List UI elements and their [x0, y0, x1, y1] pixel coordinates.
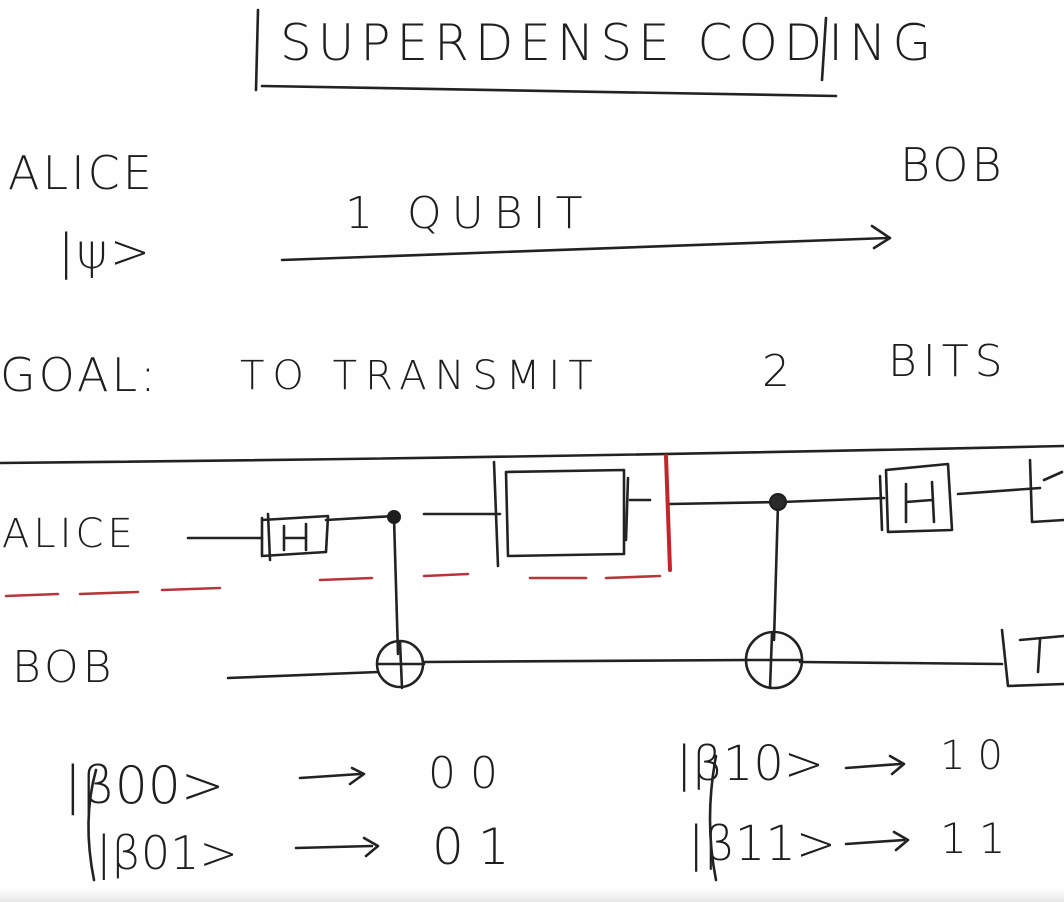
- encoding-bits-00: 00: [428, 748, 512, 799]
- alice-wire-mid: [324, 514, 396, 522]
- measure-bob-glyph: [1018, 634, 1064, 674]
- gate-h-2-bar: [878, 474, 884, 532]
- alice-wire-end: [956, 486, 1042, 496]
- gate-h-2-box: [884, 462, 954, 534]
- encoding-state-01: |β01>: [96, 826, 238, 880]
- cnot-2-target-cross: [746, 632, 804, 690]
- bottom-edge-shadow: [0, 888, 1064, 902]
- transfer-label: 1 QUBIT: [345, 188, 593, 239]
- title-underline: [260, 84, 838, 98]
- wire-label-bob: BOB: [12, 642, 116, 693]
- qubit-arrow-shaft: [280, 236, 890, 262]
- gate-h-1-bar: [266, 512, 272, 562]
- cnot-1-control-line: [392, 516, 400, 656]
- operation-box-right-tick: [624, 476, 630, 542]
- measure-alice-glyph: [1042, 470, 1064, 482]
- circuit-top-line: [0, 444, 1064, 465]
- cnot-2-control-dot: [769, 493, 787, 511]
- goal-text: TO TRANSMIT: [240, 353, 601, 399]
- gate-h-1-box: [260, 514, 330, 558]
- encoding-bits-11: 11: [940, 814, 1018, 863]
- operation-box: [504, 468, 626, 558]
- title-bar-right: [820, 16, 828, 82]
- cnot-1-target-cross: [376, 640, 426, 690]
- goal-count: 2: [762, 346, 793, 397]
- sender-state: |ψ>: [58, 224, 153, 280]
- qubit-arrow-head: [870, 224, 892, 250]
- goal-label: GOAL:: [0, 348, 159, 402]
- gate-h-1-glyph: [282, 522, 308, 552]
- encoding-bits-10: 10: [940, 733, 1015, 779]
- wire-label-alice: ALICE: [2, 511, 137, 557]
- alice-wire-post: [668, 500, 784, 506]
- measure-alice-box: [1028, 458, 1064, 524]
- arrow-10: [844, 754, 906, 776]
- title-bar-left: [254, 8, 260, 92]
- beta-brace-right: [708, 754, 718, 882]
- bob-wire-in: [226, 670, 380, 680]
- arrow-01: [294, 836, 380, 858]
- cnot-2-control-line: [772, 502, 780, 642]
- operation-box-left: [492, 460, 500, 568]
- gate-h-2-glyph: [904, 480, 936, 524]
- beta-brace-left: [87, 768, 98, 882]
- arrow-11: [844, 830, 910, 852]
- bob-wire-mid-2: [798, 660, 1004, 666]
- cnot-1-control-dot: [387, 510, 401, 524]
- red-vertical-marker: [664, 454, 672, 572]
- sender-name: ALICE: [8, 146, 155, 200]
- receiver-name: BOB: [900, 138, 1005, 192]
- encoding-bits-01: 01: [432, 818, 524, 876]
- encoding-state-10: |β10>: [676, 736, 825, 792]
- alice-wire-post-2: [780, 496, 886, 504]
- goal-unit: BITS: [888, 336, 1009, 387]
- red-dashed-divider: [4, 572, 662, 598]
- arrow-00: [298, 766, 366, 786]
- bob-wire-mid: [422, 658, 750, 664]
- measure-bob-box: [1000, 628, 1064, 688]
